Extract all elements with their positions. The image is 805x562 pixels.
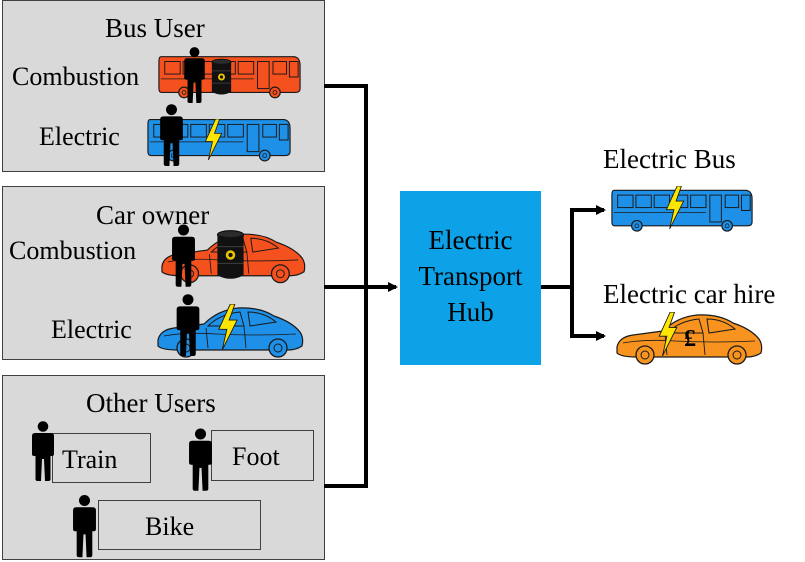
car-output-arrow	[570, 287, 606, 341]
other-users-title: Other Users	[86, 388, 216, 418]
car-owner-title: Car owner	[96, 200, 210, 230]
blue-bus-icon	[611, 189, 753, 232]
other-users-panel: Other Users Train Foot Bike	[2, 375, 325, 560]
bus-output-arrow	[570, 205, 606, 287]
bike-label: Bike	[145, 512, 195, 541]
person-icon	[73, 494, 96, 558]
hub-line-2: Transport	[418, 261, 523, 291]
hub-line-3: Hub	[447, 297, 494, 327]
bus-electric-label: Electric	[39, 122, 120, 151]
foot-label: Foot	[232, 442, 280, 471]
person-icon	[189, 428, 212, 491]
oil-barrel-icon	[211, 58, 232, 95]
bus-combustion-label: Combustion	[12, 62, 140, 91]
bike-box: Bike	[98, 500, 261, 550]
electric-bus-label: Electric Bus	[603, 144, 736, 174]
train-box: Train	[52, 433, 151, 483]
train-label: Train	[62, 445, 118, 474]
electric-transport-hub: Electric Transport Hub	[400, 191, 541, 365]
electric-car-hire-label: Electric car hire	[603, 279, 776, 309]
pound-sign-icon: £	[684, 326, 696, 352]
hub-line-1: Electric	[428, 225, 513, 255]
input-connectors	[324, 84, 398, 488]
bus-user-title: Bus User	[105, 13, 205, 43]
oil-barrel-icon	[216, 230, 245, 280]
car-combustion-label: Combustion	[9, 236, 137, 265]
output-connectors	[541, 205, 606, 341]
car-electric-label: Electric	[51, 315, 132, 344]
person-icon	[32, 421, 54, 481]
